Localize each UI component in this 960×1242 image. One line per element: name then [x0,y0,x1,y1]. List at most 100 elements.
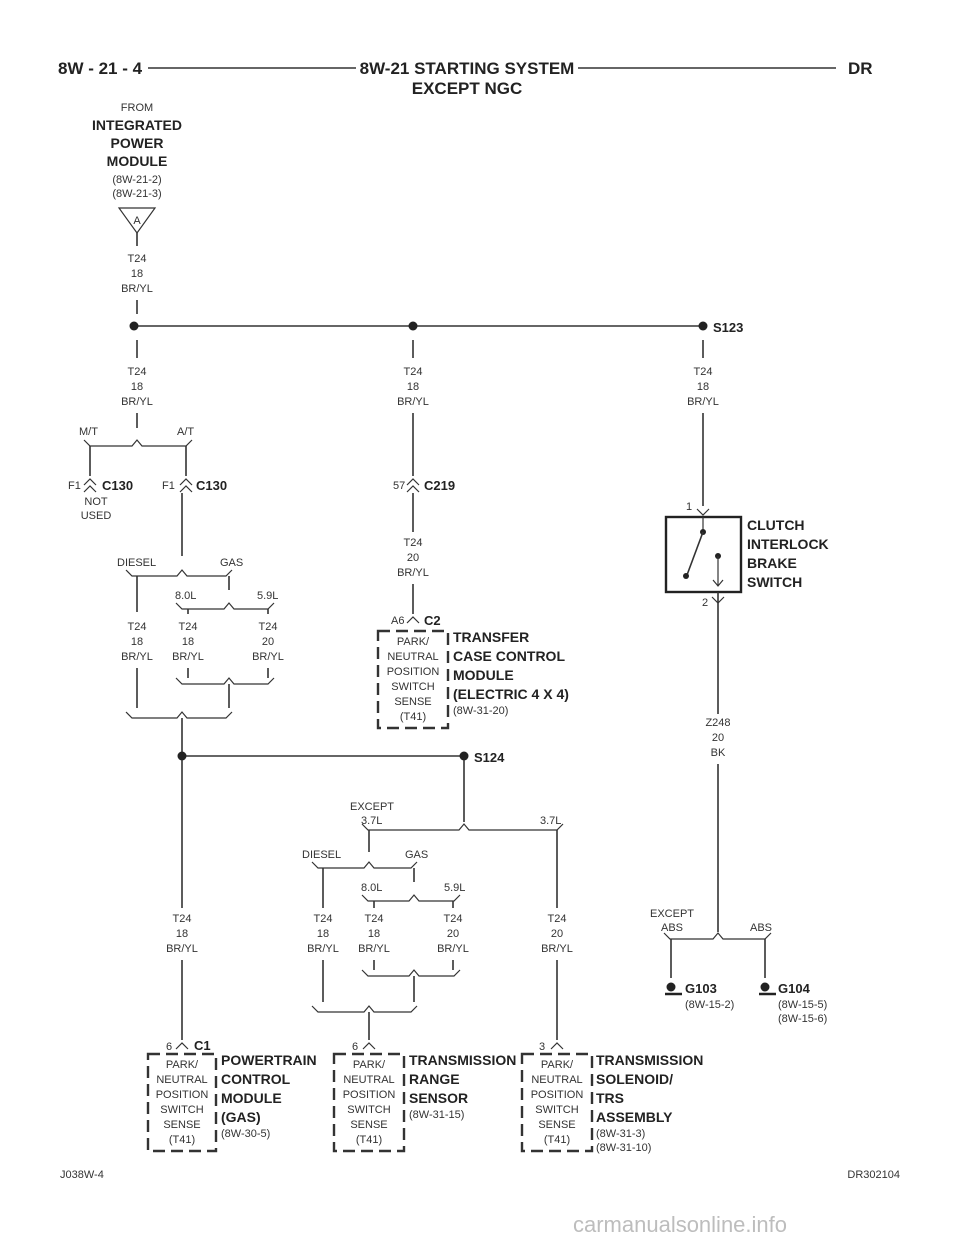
switch-contact [683,573,689,579]
wire-label-circuit: T24 [259,621,278,633]
ipm-name-1: INTEGRATED [92,117,182,133]
ipm-ref-2: (8W-21-3) [112,188,161,200]
sense-line: POSITION [387,666,440,678]
tccm-name-2: CASE CONTROL [453,648,565,664]
tccm-name-3: MODULE [453,667,514,683]
wire-label-color: BR/YL [172,651,204,663]
wire-label-color: BK [711,747,726,759]
sense-line: PARK/ [397,636,430,648]
wire-label-gauge: 18 [176,928,188,940]
wire-label-gauge: 18 [131,268,143,280]
switch-pin1-symbol [696,508,710,516]
clutch-name-4: SWITCH [747,574,802,590]
option-split-diesel-gas [125,569,233,577]
sense-line: SENSE [538,1119,575,1131]
sense-line: NEUTRAL [531,1074,582,1086]
splice-s124-label: S124 [474,750,505,765]
sense-line: NEUTRAL [387,651,438,663]
tsa-name-4: ASSEMBLY [596,1109,673,1125]
sense-line: NEUTRAL [156,1074,207,1086]
sense-line: POSITION [156,1089,209,1101]
sense-line: POSITION [531,1089,584,1101]
connector-c130-mt-symbol [83,478,97,493]
wire-label-circuit: Z248 [705,717,730,729]
wire-label-gauge: 20 [262,636,274,648]
option-split-80-59 [361,894,461,902]
option-abs: ABS [750,922,772,934]
wire-label-circuit: T24 [314,913,333,925]
option-except: EXCEPT [650,908,694,920]
option-37l: 3.7L [361,815,382,827]
tsa-name-1: TRANSMISSION [596,1052,703,1068]
wire-label-gauge: 18 [407,381,419,393]
pcm-name-1: POWERTRAIN [221,1052,317,1068]
wire-label-color: BR/YL [358,943,390,955]
wire-label-color: BR/YL [437,943,469,955]
wire-label-gauge: 18 [368,928,380,940]
wire-label-color: BR/YL [121,651,153,663]
wire-label-color: BR/YL [397,567,429,579]
connector-c2: C2 [424,613,441,628]
trs-sense-box [332,1052,406,1153]
option-join-diesel-gas [311,1005,418,1013]
pcm-name-4: (GAS) [221,1109,261,1125]
splice-dot [698,321,708,331]
wire-label-gauge: 18 [131,636,143,648]
option-80l: 8.0L [175,590,196,602]
wire-label-circuit: T24 [128,253,147,265]
option-gas: GAS [220,557,243,569]
page-subtitle: EXCEPT NGC [412,79,523,98]
pcm-name-3: MODULE [221,1090,282,1106]
sense-line: SENSE [163,1119,200,1131]
pcm-name-2: CONTROL [221,1071,291,1087]
ground-g103: G103 [685,981,717,996]
pin-a6: A6 [391,615,404,627]
pin-f1: F1 [162,480,175,492]
connector-c130-at: C130 [196,478,227,493]
option-split-37l [361,823,564,831]
connector-c1: C1 [194,1038,211,1053]
footer-right: DR302104 [847,1169,900,1181]
clutch-name-2: INTERLOCK [747,536,829,552]
sense-line: SWITCH [535,1104,578,1116]
sense-line: SWITCH [391,681,434,693]
sense-line: SENSE [350,1119,387,1131]
sense-line: (T41) [356,1134,382,1146]
sense-line: (T41) [400,711,426,723]
wire-label-circuit: T24 [404,537,423,549]
clutch-name-1: CLUTCH [747,517,805,533]
option-join-80-59 [175,677,275,685]
splice-dot [408,321,418,331]
not-used-1: NOT [84,496,108,508]
pin-1: 1 [686,501,692,513]
option-59l: 5.9L [444,882,465,894]
ground-g103-symbol [666,982,676,992]
sense-line: SWITCH [160,1104,203,1116]
ground-g104-ref-2: (8W-15-6) [778,1013,827,1025]
option-join-80-59 [361,969,461,977]
not-used-2: USED [81,510,112,522]
ipm-connector-letter: A [133,215,141,227]
splice-dot [177,751,187,761]
tccm-ref: (8W-31-20) [453,705,508,717]
option-split-diesel-gas [311,861,418,869]
ipm-name-3: MODULE [107,153,168,169]
connector-trs-symbol [362,1042,376,1050]
ground-g104-symbol [760,982,770,992]
wire-label-circuit: T24 [365,913,384,925]
option-split-mt-at [83,439,193,447]
wire-label-circuit: T24 [128,621,147,633]
option-at: A/T [177,426,194,438]
tsa-name-2: SOLENOID/ [596,1071,673,1087]
wire-label-circuit: T24 [179,621,198,633]
tccm-name-1: TRANSFER [453,629,529,645]
option-diesel: DIESEL [117,557,156,569]
wire-label-color: BR/YL [307,943,339,955]
connector-c2-symbol [406,616,420,624]
option-abs: ABS [661,922,683,934]
connector-tsa-symbol [550,1042,564,1050]
ground-g103-ref: (8W-15-2) [685,999,734,1011]
wire-label-color: BR/YL [121,283,153,295]
